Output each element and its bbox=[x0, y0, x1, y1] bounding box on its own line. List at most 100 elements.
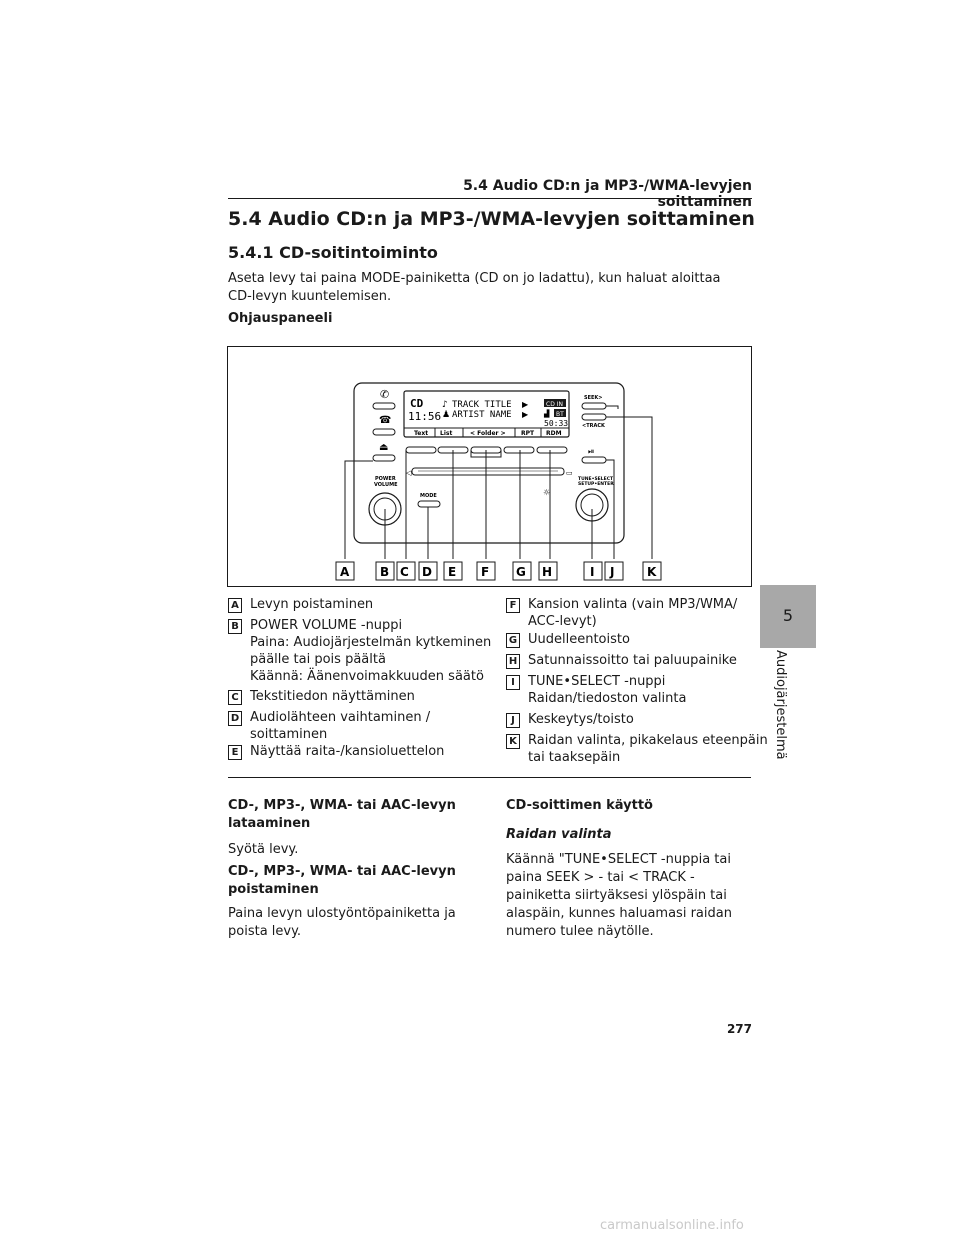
legend-key: D bbox=[228, 711, 242, 726]
legend-text: Levyn poistaminen bbox=[250, 597, 374, 612]
svg-text:◁: ◁ bbox=[406, 469, 412, 477]
eject-disc-text: Paina levyn ulostyöntöpainiketta ja pois… bbox=[228, 906, 456, 939]
softkey-rdm: RDM bbox=[546, 430, 562, 437]
callout-i: I bbox=[590, 565, 594, 579]
elapsed-time: 50:33 bbox=[544, 419, 568, 428]
callout-f: F bbox=[481, 565, 489, 579]
legend-key: A bbox=[228, 598, 242, 613]
play-pause-icon: ⏯ bbox=[588, 447, 594, 456]
display-clock: 11:56 bbox=[408, 410, 441, 423]
softkey-button-5 bbox=[536, 446, 568, 454]
seek-label: SEEK> bbox=[584, 395, 603, 401]
legend-key: K bbox=[506, 734, 520, 749]
legend-item-c: C Tekstitiedon näyttäminen bbox=[228, 688, 415, 705]
setup-label: SETUP•ENTER bbox=[578, 481, 614, 487]
legend-key: C bbox=[228, 690, 242, 705]
legend-item-h: H Satunnaissoitto tai paluupainike bbox=[506, 652, 737, 669]
callout-g: G bbox=[516, 565, 526, 579]
signal-icon: ▟ bbox=[544, 409, 550, 418]
eject-disc-heading: CD-, MP3-, WMA- tai AAC-levyn poistamine… bbox=[228, 864, 456, 897]
callout-e: E bbox=[448, 565, 456, 579]
softkey-labels: Text List < Folder > RPT RDM bbox=[414, 428, 562, 437]
header-rule bbox=[228, 198, 752, 199]
chapter-tab[interactable] bbox=[760, 585, 816, 648]
section-heading: 5.4 Audio CD:n ja MP3-/WMA-levyjen soitt… bbox=[228, 208, 755, 230]
legend-text: Keskeytys/toisto bbox=[528, 712, 634, 727]
callout-d: D bbox=[422, 565, 432, 579]
callout-h: H bbox=[542, 565, 552, 579]
intro-paragraph: Aseta levy tai paina MODE-painiketta (CD… bbox=[228, 271, 721, 304]
subsection-heading: 5.4.1 CD-soitintoiminto bbox=[228, 243, 438, 262]
legend-text: Audiolähteen vaihtaminen / soittaminen bbox=[250, 710, 431, 742]
legend-item-g: G Uudelleentoisto bbox=[506, 631, 630, 648]
legend-text: TUNE•SELECT -nuppi Raidan/tiedoston vali… bbox=[528, 674, 687, 706]
sensor-icon: ☼ bbox=[543, 488, 550, 497]
track-select-text: Käännä "TUNE•SELECT -nuppia tai paina SE… bbox=[506, 852, 732, 939]
legend-text: POWER VOLUME -nuppi Paina: Audiojärjeste… bbox=[250, 618, 492, 684]
legend-item-e: E Näyttää raita-/kansioluettelon bbox=[228, 743, 444, 760]
track-title: TRACK TITLE bbox=[452, 400, 512, 410]
cd-use-heading: CD-soittimen käyttö bbox=[506, 798, 653, 813]
power-label: POWER bbox=[375, 476, 396, 482]
panel-title: Ohjauspaneeli bbox=[228, 311, 333, 326]
legend-text: Tekstitiedon näyttäminen bbox=[250, 689, 415, 704]
legend-item-a: A Levyn poistaminen bbox=[228, 596, 373, 613]
legend-item-j: J Keskeytys/toisto bbox=[506, 711, 634, 728]
legend-text: Raidan valinta, pikakelaus eteenpäin tai… bbox=[528, 733, 768, 765]
phone-icon: ✆ bbox=[380, 388, 389, 401]
volume-label: VOLUME bbox=[374, 482, 398, 488]
watermark: carmanualsonline.info bbox=[600, 1218, 744, 1233]
softkey-text: Text bbox=[414, 430, 428, 437]
legend-item-f: F Kansion valinta (vain MP3/WMA/ ACC-lev… bbox=[506, 596, 737, 630]
tune-label: TUNE•SELECT bbox=[578, 476, 614, 482]
legend-text: Kansion valinta (vain MP3/WMA/ ACC-levyt… bbox=[528, 597, 738, 629]
legend-text: Satunnaissoitto tai paluupainike bbox=[528, 653, 737, 668]
softkey-rpt: RPT bbox=[521, 430, 535, 437]
softkey-button-4 bbox=[503, 446, 535, 454]
chapter-number: 5 bbox=[782, 606, 794, 625]
legend-key: G bbox=[506, 633, 520, 648]
mode-label: MODE bbox=[420, 493, 437, 499]
legend-key: E bbox=[228, 745, 242, 760]
page-number: 277 bbox=[726, 1022, 752, 1036]
callout-c: C bbox=[400, 565, 409, 579]
softkey-button-1 bbox=[405, 446, 437, 454]
eject-icon: ⏏ bbox=[379, 442, 388, 453]
arrow-right-icon: ▶ bbox=[522, 400, 529, 409]
person-icon: ♟ bbox=[442, 410, 450, 420]
running-head: 5.4 Audio CD:n ja MP3-/WMA-levyjen soitt… bbox=[463, 178, 752, 210]
legend-key: I bbox=[506, 675, 520, 690]
legend-key: B bbox=[228, 619, 242, 634]
cd-in-indicator: CD IN bbox=[546, 401, 563, 408]
section-rule bbox=[228, 777, 751, 778]
note-icon: ♪ bbox=[442, 400, 448, 410]
load-disc-heading: CD-, MP3-, WMA- tai AAC-levyn lataaminen bbox=[228, 798, 456, 831]
legend-item-b: B POWER VOLUME -nuppi Paina: Audiojärjes… bbox=[228, 617, 491, 685]
svg-text:▭: ▭ bbox=[566, 469, 573, 477]
bt-indicator: BT bbox=[556, 411, 564, 418]
callout-a: A bbox=[340, 565, 350, 579]
softkey-folder: < Folder > bbox=[470, 430, 506, 437]
callout-boxes: A B C D E F G H I J K bbox=[335, 561, 662, 581]
display-source: CD bbox=[410, 397, 424, 410]
callout-b: B bbox=[380, 565, 389, 579]
legend-text: Uudelleentoisto bbox=[528, 632, 630, 647]
track-select-heading: Raidan valinta bbox=[506, 827, 612, 842]
legend-item-k: K Raidan valinta, pikakelaus eteenpäin t… bbox=[506, 732, 768, 766]
callout-j: J bbox=[609, 565, 614, 579]
legend-key: F bbox=[506, 598, 520, 613]
callout-k: K bbox=[647, 565, 657, 579]
legend-text: Näyttää raita-/kansioluettelon bbox=[250, 744, 445, 759]
hangup-icon: ☎ bbox=[379, 415, 391, 426]
arrow-right-icon-2: ▶ bbox=[522, 410, 529, 419]
load-disc-text: Syötä levy. bbox=[228, 842, 299, 857]
track-label: <TRACK bbox=[582, 423, 606, 429]
legend-item-d: D Audiolähteen vaihtaminen / soittaminen bbox=[228, 709, 430, 743]
chapter-label: Audiojärjestelmä bbox=[773, 650, 788, 760]
softkey-list: List bbox=[440, 430, 452, 437]
legend-item-i: I TUNE•SELECT -nuppi Raidan/tiedoston va… bbox=[506, 673, 686, 707]
artist-name: ARTIST NAME bbox=[452, 410, 512, 420]
control-panel-figure: ✆ ☎ ⏏ CD 11:56 ♪ TRACK TITLE ♟ ARTIST NA… bbox=[227, 346, 752, 587]
radio-illustration: ✆ ☎ ⏏ CD 11:56 ♪ TRACK TITLE ♟ ARTIST NA… bbox=[335, 382, 662, 581]
legend-key: H bbox=[506, 654, 520, 669]
